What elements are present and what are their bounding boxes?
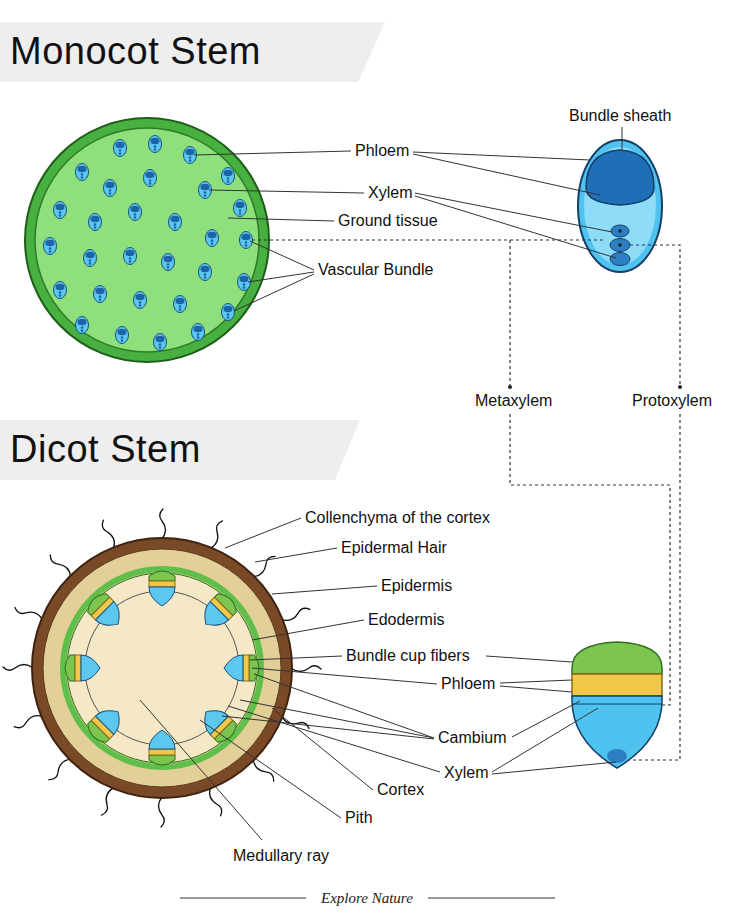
part-label: Xylem (444, 764, 488, 782)
part-label: Metaxylem (475, 392, 552, 410)
part-label: Protoxylem (632, 392, 712, 410)
part-label: Phloem (441, 675, 495, 693)
part-label: Cortex (377, 781, 424, 799)
part-label: Pith (345, 809, 373, 827)
part-label: Epidermis (381, 577, 452, 595)
part-label: Ground tissue (338, 212, 438, 230)
part-label: Bundle sheath (569, 107, 671, 125)
part-label: Cambium (438, 729, 506, 747)
part-label: Edodermis (368, 611, 444, 629)
heading-band: Monocot Stem (0, 22, 385, 82)
part-label: Phloem (355, 142, 409, 160)
part-label: Epidermal Hair (341, 539, 447, 557)
part-label: Medullary ray (233, 847, 329, 865)
section-heading: Dicot Stem (10, 426, 201, 472)
section-heading: Monocot Stem (10, 28, 261, 74)
watermark-text: Explore Nature (321, 889, 413, 907)
part-label: Collenchyma of the cortex (305, 509, 490, 527)
part-label: Vascular Bundle (318, 261, 433, 279)
part-label: Bundle cup fibers (346, 647, 470, 665)
heading-band: Dicot Stem (0, 420, 360, 480)
part-label: Xylem (368, 184, 412, 202)
